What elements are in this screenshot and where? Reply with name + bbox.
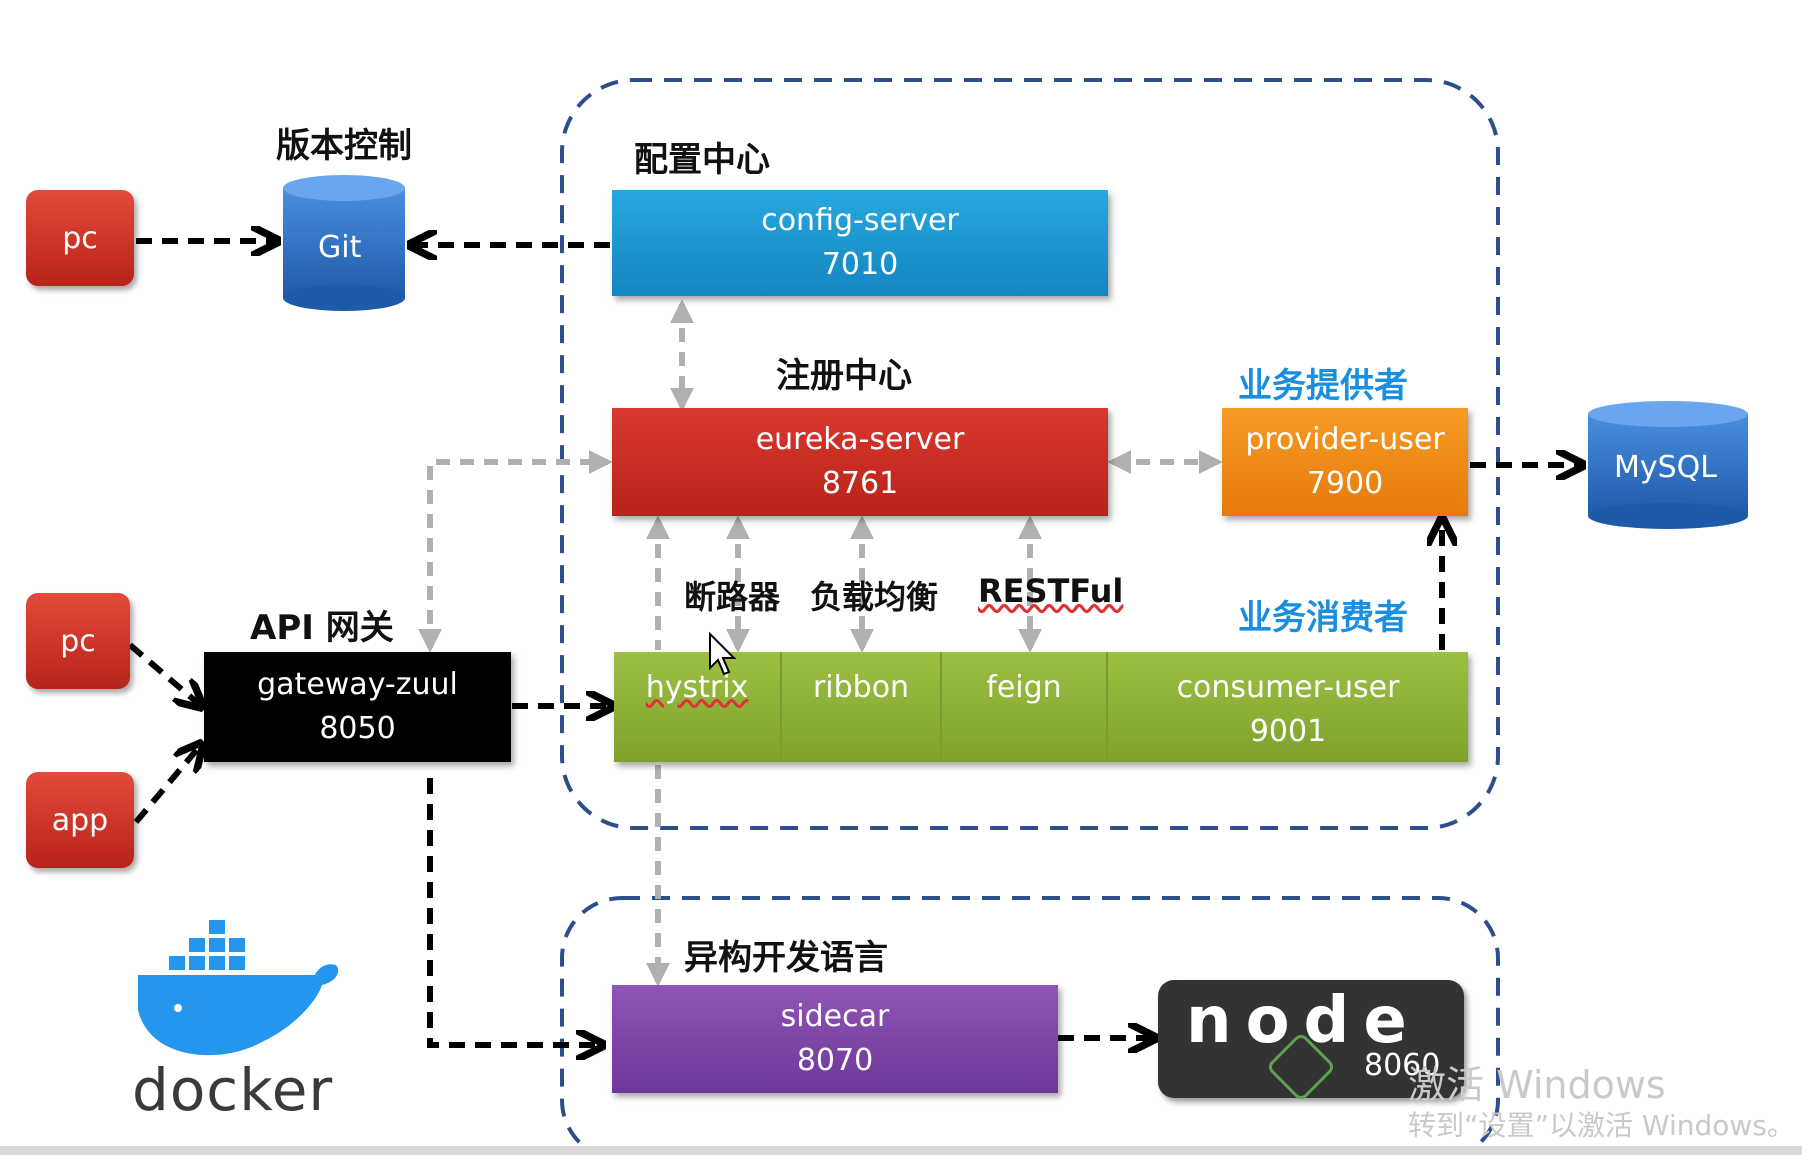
sidecar-port: 8070 <box>796 1043 874 1078</box>
consumer-bar: hystrix ribbon feign consumer-user 9001 <box>614 652 1468 762</box>
client-pc-mid[interactable]: pc <box>26 593 130 689</box>
arrow-gateway-eureka <box>418 450 613 653</box>
config-server-name: config-server <box>761 203 959 238</box>
node-wordmark: node <box>1186 984 1421 1058</box>
gateway-zuul-box[interactable]: gateway-zuul 8050 <box>204 652 511 762</box>
git-cylinder <box>283 175 405 311</box>
label-config-center: 配置中心 <box>634 140 770 180</box>
label-provider: 业务提供者 <box>1238 366 1408 406</box>
hystrix-label: hystrix <box>645 670 749 705</box>
bottom-strip <box>0 1146 1802 1155</box>
arrow-gateway-to-sidecar <box>427 778 600 1045</box>
label-heterogeneous: 异构开发语言 <box>684 938 888 978</box>
mysql-label: MySQL <box>1614 450 1718 485</box>
arrow-pc-to-gateway <box>128 642 200 705</box>
consumer-user-port: 9001 <box>1249 714 1327 749</box>
gateway-zuul-port: 8050 <box>319 711 396 746</box>
label-registry-center: 注册中心 <box>776 356 912 396</box>
watermark-line2: 转到“设置”以激活 Windows。 <box>1408 1109 1795 1142</box>
client-app[interactable]: app <box>26 772 134 868</box>
label-restful: RESTFul <box>978 572 1124 610</box>
label-circuit-breaker: 断路器 <box>684 578 781 616</box>
provider-user-box[interactable]: provider-user 7900 <box>1222 408 1468 516</box>
label-version-control: 版本控制 <box>276 126 412 166</box>
ribbon-segment[interactable]: ribbon <box>782 652 942 762</box>
eureka-server-port: 8761 <box>821 466 899 501</box>
feign-label: feign <box>986 670 1062 705</box>
ribbon-label: ribbon <box>812 670 910 705</box>
git-label: Git <box>318 230 362 265</box>
sidecar-box[interactable]: sidecar 8070 <box>612 985 1058 1093</box>
config-server-box[interactable]: config-server 7010 <box>612 190 1108 296</box>
eureka-server-name: eureka-server <box>755 422 965 457</box>
docker-text: docker <box>132 1056 334 1124</box>
mysql-cylinder <box>1588 401 1748 529</box>
feign-segment[interactable]: feign <box>942 652 1108 762</box>
label-api-gateway: API 网关 <box>250 608 394 648</box>
client-pc-top[interactable]: pc <box>26 190 134 286</box>
consumer-user-name: consumer-user <box>1176 670 1400 705</box>
mouse-cursor-icon <box>709 631 737 676</box>
provider-user-port: 7900 <box>1306 466 1384 501</box>
eureka-server-box[interactable]: eureka-server 8761 <box>612 408 1108 516</box>
sidecar-name: sidecar <box>780 999 890 1034</box>
provider-user-name: provider-user <box>1245 422 1445 457</box>
label-consumer: 业务消费者 <box>1238 598 1408 638</box>
node-box[interactable]: node 8060 <box>1158 980 1464 1103</box>
label-load-balance: 负载均衡 <box>810 578 939 616</box>
docker-whale-icon <box>138 918 339 1056</box>
hystrix-segment[interactable]: hystrix <box>614 652 782 762</box>
consumer-user-segment[interactable]: consumer-user 9001 <box>1108 652 1468 762</box>
gateway-zuul-name: gateway-zuul <box>257 667 458 702</box>
config-server-port: 7010 <box>821 247 899 282</box>
heterogeneous-group-boundary <box>560 896 1500 1155</box>
node-port: 8060 <box>1364 1048 1441 1083</box>
arrow-app-to-gateway <box>133 746 200 824</box>
watermark-line1: 激活 Windows <box>1408 1063 1666 1107</box>
